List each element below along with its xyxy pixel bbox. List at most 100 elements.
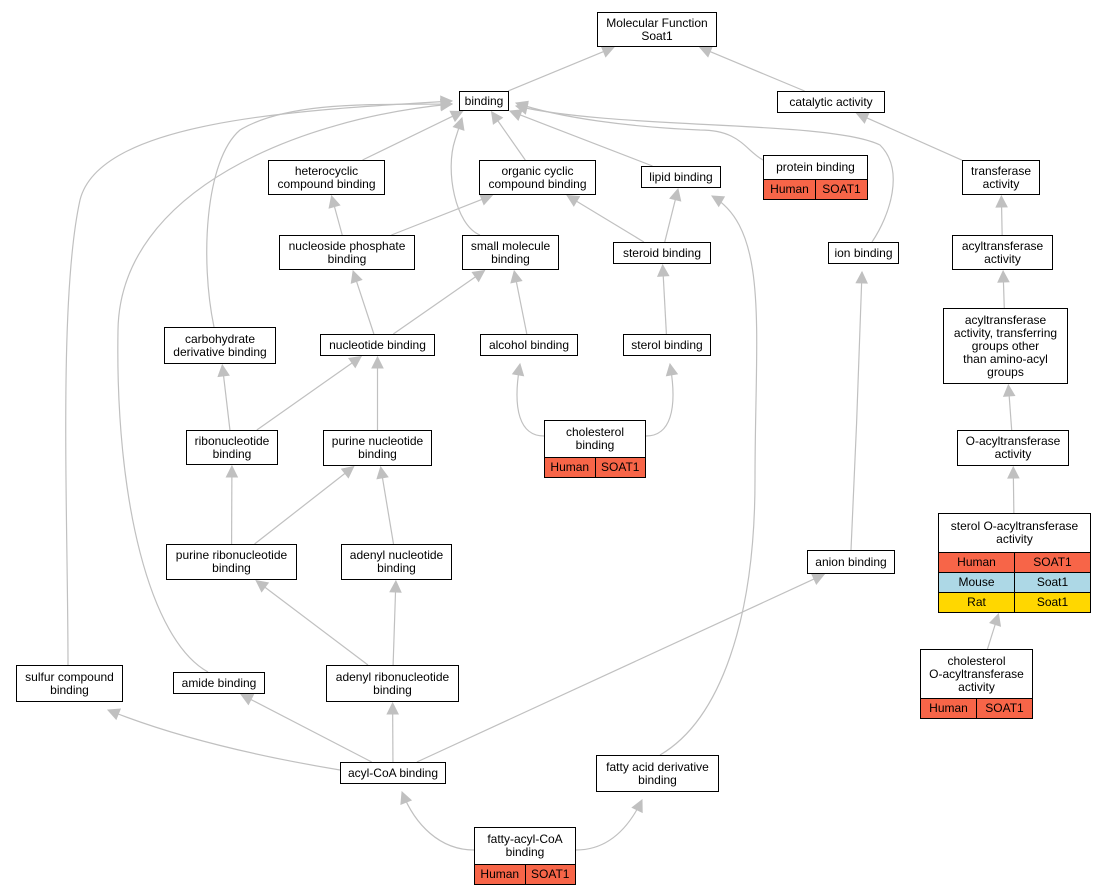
- edge-binding-to-molecular-function-arrowhead: [600, 45, 615, 58]
- edge-anion-binding-to-ion-binding: [850, 271, 863, 551]
- species-cell: Human: [770, 182, 809, 196]
- gene-cell: SOAT1: [594, 458, 646, 477]
- edge-small-molecule-binding-to-binding-arrowhead: [452, 116, 465, 131]
- edge-purine-ribonucleotide-binding-to-ribonucleotide-binding-arrowhead: [225, 464, 239, 478]
- node-label: alcohol binding: [488, 337, 570, 352]
- node-adenyl-nucleotide-binding[interactable]: adenyl nucleotide binding: [341, 544, 452, 580]
- edge-adenyl-ribonucleotide-binding-to-adenyl-nucleotide-binding: [392, 590, 397, 666]
- node-ribonucleotide-binding[interactable]: ribonucleotide binding: [186, 430, 278, 465]
- node-label: purine ribonucleotide binding: [175, 548, 288, 575]
- edge-adenyl-nucleotide-binding-to-purine-nucleotide-binding-arrowhead: [376, 465, 389, 480]
- node-sulfur-compound-binding[interactable]: sulfur compound binding: [16, 665, 123, 702]
- edge-alcohol-binding-to-small-molecule-binding: [515, 280, 528, 335]
- node-heterocyclic-compound-binding[interactable]: heterocyclic compound binding: [268, 160, 385, 195]
- edge-acyl-coa-binding-to-sulfur-compound-binding: [107, 709, 341, 771]
- edge-nucleoside-phosphate-binding-to-heterocyclic-compound-binding-arrowhead: [328, 194, 341, 209]
- edge-fatty-acid-derivative-binding-to-lipid-binding-arrowhead: [711, 195, 726, 208]
- edge-protein-binding-to-binding: [515, 102, 764, 161]
- species-cell: Rat: [967, 595, 986, 609]
- species-cell: Human: [550, 460, 590, 474]
- edge-acyl-coa-binding-to-amide-binding: [249, 698, 373, 763]
- node-acyltransferase-activity[interactable]: acyltransferase activity: [952, 235, 1053, 270]
- edge-steroid-binding-to-lipid-binding: [664, 198, 677, 243]
- edge-acyltransferase-other-to-acyltransferase-activity: [1002, 280, 1005, 309]
- node-ion-binding[interactable]: ion binding: [828, 242, 899, 264]
- edge-adenyl-ribonucleotide-binding-to-purine-ribonucleotide-binding: [263, 586, 369, 666]
- node-purine-ribonucleotide-binding[interactable]: purine ribonucleotide binding: [166, 544, 297, 580]
- edge-fatty-acyl-coa-binding-to-acyl-coa-binding: [401, 791, 475, 851]
- edge-acyltransferase-other-to-acyltransferase-activity-arrowhead: [997, 269, 1010, 283]
- node-fatty-acid-derivative-binding[interactable]: fatty acid derivative binding: [596, 755, 719, 792]
- edge-steroid-binding-to-organic-cyclic-compound-binding: [575, 200, 645, 243]
- node-alcohol-binding[interactable]: alcohol binding: [480, 334, 578, 356]
- ortholog-row-rat: Rat Soat1: [939, 592, 1090, 612]
- edge-purine-ribonucleotide-binding-to-purine-nucleotide-binding: [254, 472, 347, 545]
- edge-small-molecule-binding-to-binding: [450, 117, 481, 236]
- node-label: nucleoside phosphate binding: [288, 238, 406, 266]
- node-label: ion binding: [834, 245, 893, 260]
- node-nucleotide-binding[interactable]: nucleotide binding: [320, 334, 435, 356]
- edge-acyltransferase-activity-to-transferase-activity: [1000, 205, 1003, 236]
- edge-steroid-binding-to-organic-cyclic-compound-binding-arrowhead: [566, 194, 581, 207]
- node-binding[interactable]: binding: [459, 91, 509, 111]
- edge-acyl-coa-binding-to-anion-binding: [416, 578, 816, 763]
- edge-sterol-binding-to-steroid-binding-arrowhead: [656, 263, 670, 277]
- edge-fatty-acyl-coa-binding-to-fatty-acid-derivative-binding-arrowhead: [631, 798, 643, 814]
- edge-fatty-acyl-coa-binding-to-acyl-coa-binding-arrowhead: [400, 790, 413, 806]
- edge-acyl-coa-binding-to-amide-binding-arrowhead: [240, 693, 255, 706]
- edge-ribonucleotide-binding-to-nucleotide-binding: [256, 361, 354, 431]
- gene-cell: Soat1: [1014, 593, 1090, 612]
- node-lipid-binding[interactable]: lipid binding: [641, 166, 721, 188]
- node-o-acyltransferase-activity[interactable]: O-acyltransferase activity: [957, 430, 1069, 466]
- node-purine-nucleotide-binding[interactable]: purine nucleotide binding: [323, 430, 432, 466]
- node-molecular-function[interactable]: Molecular Function Soat1: [597, 12, 717, 47]
- edge-organic-cyclic-compound-binding-to-binding-arrowhead: [490, 110, 504, 125]
- node-adenyl-ribonucleotide-binding[interactable]: adenyl ribonucleotide binding: [326, 665, 459, 702]
- gene-cell: SOAT1: [815, 180, 867, 199]
- gene-cell: SOAT1: [524, 865, 576, 884]
- edge-fatty-acid-derivative-binding-to-lipid-binding: [659, 195, 758, 756]
- node-amide-binding[interactable]: amide binding: [173, 672, 265, 694]
- edge-sulfur-compound-binding-to-binding-arrowhead: [440, 95, 454, 108]
- node-acyltransferase-other[interactable]: acyltransferase activity, transferring g…: [943, 308, 1068, 384]
- node-label: nucleotide binding: [329, 337, 426, 352]
- edge-binding-to-molecular-function: [507, 50, 605, 92]
- node-label: O-acyltransferase activity: [965, 434, 1061, 461]
- node-nucleoside-phosphate-binding[interactable]: nucleoside phosphate binding: [279, 235, 415, 270]
- node-sterol-binding[interactable]: sterol binding: [623, 334, 711, 356]
- node-catalytic-activity[interactable]: catalytic activity: [777, 91, 885, 113]
- node-label: Molecular Function Soat1: [606, 15, 708, 43]
- edge-cholesterol-binding-to-alcohol-binding-arrowhead: [511, 362, 525, 377]
- node-carbohydrate-derivative-binding[interactable]: carbohydrate derivative binding: [164, 327, 276, 364]
- node-label: catalytic activity: [789, 94, 873, 109]
- node-label: acyltransferase activity, transferring g…: [953, 312, 1058, 379]
- node-organic-cyclic-compound-binding[interactable]: organic cyclic compound binding: [479, 160, 596, 195]
- node-label: acyltransferase activity: [961, 238, 1044, 266]
- node-small-molecule-binding[interactable]: small molecule binding: [462, 235, 559, 270]
- node-transferase-activity[interactable]: transferase activity: [962, 160, 1040, 195]
- edge-ribonucleotide-binding-to-carbohydrate-derivative-binding-arrowhead: [217, 363, 230, 378]
- node-steroid-binding[interactable]: steroid binding: [613, 242, 711, 264]
- ortholog-row-human: Human SOAT1: [545, 457, 645, 477]
- edge-o-acyltransferase-activity-to-acyltransferase-other: [1008, 394, 1013, 431]
- edge-organic-cyclic-compound-binding-to-binding: [496, 119, 526, 161]
- node-anion-binding[interactable]: anion binding: [807, 550, 895, 574]
- node-label: sulfur compound binding: [25, 669, 114, 697]
- edge-heterocyclic-compound-binding-to-binding-arrowhead: [449, 110, 464, 123]
- edge-o-acyltransferase-activity-to-acyltransferase-other-arrowhead: [1002, 383, 1016, 397]
- node-label: binding: [464, 93, 504, 108]
- node-acyl-coa-binding[interactable]: acyl-CoA binding: [340, 762, 446, 784]
- edge-nucleotide-binding-to-nucleoside-phosphate-binding: [355, 280, 375, 335]
- edge-alcohol-binding-to-small-molecule-binding-arrowhead: [510, 269, 523, 284]
- ortholog-row-human: Human SOAT1: [764, 179, 867, 199]
- node-label: amide binding: [181, 675, 257, 690]
- edge-cholesterol-binding-to-alcohol-binding: [516, 363, 545, 437]
- edge-ribonucleotide-binding-to-carbohydrate-derivative-binding: [222, 374, 231, 431]
